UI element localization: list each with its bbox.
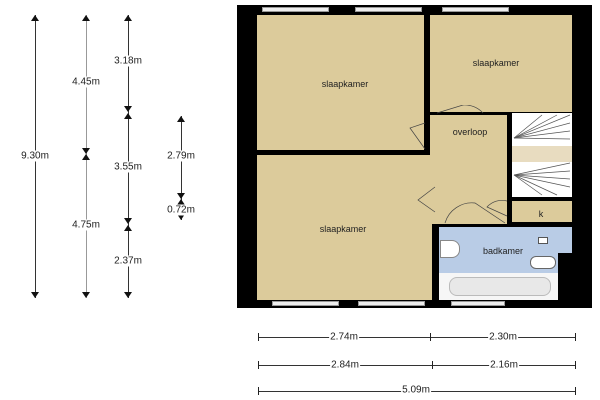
door-swings xyxy=(409,105,508,224)
room-bedroom-bottom-left xyxy=(257,155,432,300)
dim-total-height: 9.30m xyxy=(20,150,50,162)
toilet-icon xyxy=(530,256,556,269)
label-closet: k xyxy=(538,209,544,219)
dim-col3-bottom: 2.37m xyxy=(113,255,143,267)
room-closet xyxy=(512,201,572,222)
window xyxy=(355,7,422,12)
window xyxy=(451,301,505,306)
arrow-down-icon xyxy=(31,292,39,298)
dim-line xyxy=(258,337,575,338)
room-bedroom-top-right xyxy=(430,15,572,112)
dim-col3-mid: 3.55m xyxy=(113,161,143,173)
window xyxy=(262,7,329,12)
dim-row1-left: 2.74m xyxy=(329,331,359,343)
dim-line xyxy=(258,365,575,366)
dim-col4-top: 2.79m xyxy=(166,150,196,162)
dim-col2-top: 4.45m xyxy=(71,76,101,88)
room-bedroom-top-left xyxy=(257,15,424,150)
stairs-icon xyxy=(512,114,572,196)
dim-row2-left: 2.84m xyxy=(330,359,360,371)
dim-total-width: 5.09m xyxy=(401,384,431,396)
dim-col2-bottom: 4.75m xyxy=(71,219,101,231)
bath-area xyxy=(439,273,558,300)
window xyxy=(358,301,425,306)
arrow-up-icon xyxy=(31,15,39,21)
shower-icon xyxy=(538,237,548,244)
label-landing: overloop xyxy=(452,127,488,137)
window xyxy=(272,301,339,306)
dim-line xyxy=(128,15,129,298)
label-bedroom-bottom-left: slaapkamer xyxy=(319,224,367,234)
label-bedroom-top-right: slaapkamer xyxy=(472,58,520,68)
dim-row2-right: 2.16m xyxy=(489,359,519,371)
staircase xyxy=(512,113,572,197)
bathtub-icon xyxy=(449,277,551,296)
dim-line xyxy=(181,116,182,220)
dim-row1-right: 2.30m xyxy=(488,331,518,343)
window xyxy=(442,7,509,12)
dim-col3-top: 3.18m xyxy=(113,55,143,67)
dim-col4-bottom: 0.72m xyxy=(166,204,196,216)
label-bedroom-top-left: slaapkamer xyxy=(321,79,369,89)
sink-icon xyxy=(440,240,460,258)
label-bathroom: badkamer xyxy=(482,246,524,256)
